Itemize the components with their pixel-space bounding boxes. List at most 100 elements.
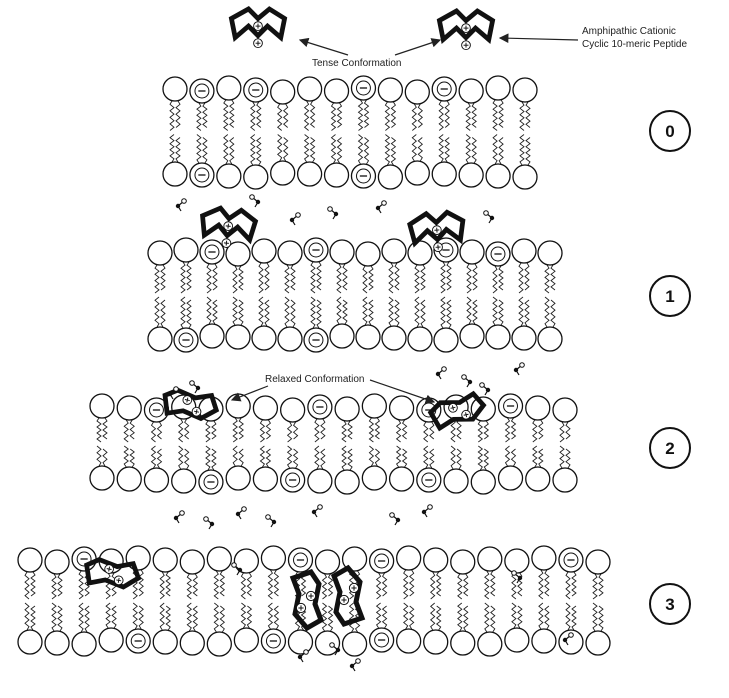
lipid-tail	[233, 446, 237, 466]
lipid-tail	[350, 603, 354, 632]
lipid-tail	[445, 138, 449, 163]
lipid-tail	[251, 102, 255, 131]
lipid-head	[18, 630, 42, 654]
lipid-tail	[484, 421, 488, 439]
lipid-tail	[187, 262, 191, 290]
counter-ion	[462, 375, 472, 387]
lipid-tail	[437, 572, 441, 596]
lipid-tail	[139, 606, 143, 629]
step-marker-1: 1	[650, 276, 690, 316]
lipid-head	[390, 467, 414, 491]
lipid-tail	[170, 135, 174, 163]
lipid-tail	[499, 266, 503, 290]
lipid-tail	[410, 570, 414, 596]
lipid-tail	[395, 263, 399, 290]
lipid-tail	[383, 573, 387, 596]
lipid-tail	[284, 138, 288, 162]
bilayer-0	[163, 76, 537, 189]
label-tense-conformation: Tense Conformation	[312, 58, 402, 69]
lipid-tail	[404, 603, 408, 629]
lipid-head	[432, 162, 456, 186]
lipid-tail	[106, 573, 110, 599]
lipid-head	[117, 396, 141, 420]
lipid-head	[397, 629, 421, 653]
lipid-tail	[499, 100, 503, 128]
lipid-head	[252, 326, 276, 350]
lipid-tail	[418, 138, 422, 162]
lipid-tail	[545, 570, 549, 596]
lipid-tail	[161, 265, 165, 290]
lipid-tail	[447, 300, 451, 328]
lipid-tail	[155, 265, 159, 293]
lipid-tail	[365, 138, 369, 165]
lipid-tail	[338, 103, 342, 128]
lipid-tail	[473, 264, 477, 290]
lipid-tail	[369, 300, 373, 325]
lipid-tail	[291, 300, 295, 327]
lipid-tail	[566, 449, 570, 468]
lipid-tail	[158, 449, 162, 468]
lipid-tail	[317, 300, 321, 328]
lipid-head	[330, 324, 354, 348]
lipid-head	[553, 398, 577, 422]
lipid-tail	[311, 138, 315, 163]
lipid-tail	[179, 419, 183, 442]
lipid-tail	[478, 421, 482, 442]
lipid-tail	[533, 420, 537, 442]
lipid-tail	[233, 418, 237, 442]
lipid-tail	[185, 419, 189, 439]
lipid-tail	[572, 572, 576, 596]
counter-ion	[484, 211, 494, 223]
lipid-tail	[359, 100, 363, 131]
lipid-head	[356, 325, 380, 349]
lipid-tail	[97, 418, 101, 442]
anionic-head	[200, 240, 224, 264]
lipid-head	[478, 547, 502, 571]
lipid-tail	[348, 421, 352, 439]
lipid-tail	[519, 297, 523, 326]
lipid-tail	[533, 446, 537, 467]
lipid-head	[499, 466, 523, 490]
counter-ion	[290, 213, 301, 225]
lipid-tail	[539, 420, 543, 439]
lipid-tail	[499, 300, 503, 325]
lipid-tail	[207, 264, 211, 293]
lipid-tail	[593, 603, 597, 631]
lipid-tail	[403, 449, 407, 467]
lipid-tail	[265, 263, 269, 290]
lipid-tail	[294, 422, 298, 439]
lipid-tail	[139, 570, 143, 596]
lipid-head	[330, 240, 354, 264]
lipid-tail	[403, 420, 407, 439]
lipid-tail	[179, 446, 183, 469]
lipid-tail	[305, 135, 309, 163]
step-marker-3: 3	[650, 584, 690, 624]
lipid-tail	[375, 449, 379, 466]
lipid-tail	[539, 449, 543, 467]
lipid-head	[405, 161, 429, 185]
lipid-tail	[311, 101, 315, 128]
lipid-tail	[332, 103, 336, 131]
lipid-tail	[193, 606, 197, 631]
lipid-tail	[311, 262, 315, 293]
lipid-tail	[323, 574, 327, 599]
lipid-tail	[385, 135, 389, 166]
lipid-head	[207, 632, 231, 656]
lipid-head	[163, 162, 187, 186]
lipid-tail	[220, 606, 224, 632]
lipid-head	[72, 632, 96, 656]
lipid-tail	[161, 300, 165, 327]
lipid-tail	[389, 263, 393, 293]
lipid-head	[408, 327, 432, 351]
lipid-head	[244, 165, 268, 189]
lipid-tail	[155, 297, 159, 327]
lipid-head	[281, 398, 305, 422]
lipid-head	[362, 394, 386, 418]
lipid-head	[252, 239, 276, 263]
lipid-tail	[152, 446, 156, 468]
lipid-head	[434, 328, 458, 352]
lipid-head	[424, 630, 448, 654]
lipid-tail	[467, 297, 471, 324]
lipid-head	[261, 546, 285, 570]
lipid-tail	[176, 101, 180, 128]
